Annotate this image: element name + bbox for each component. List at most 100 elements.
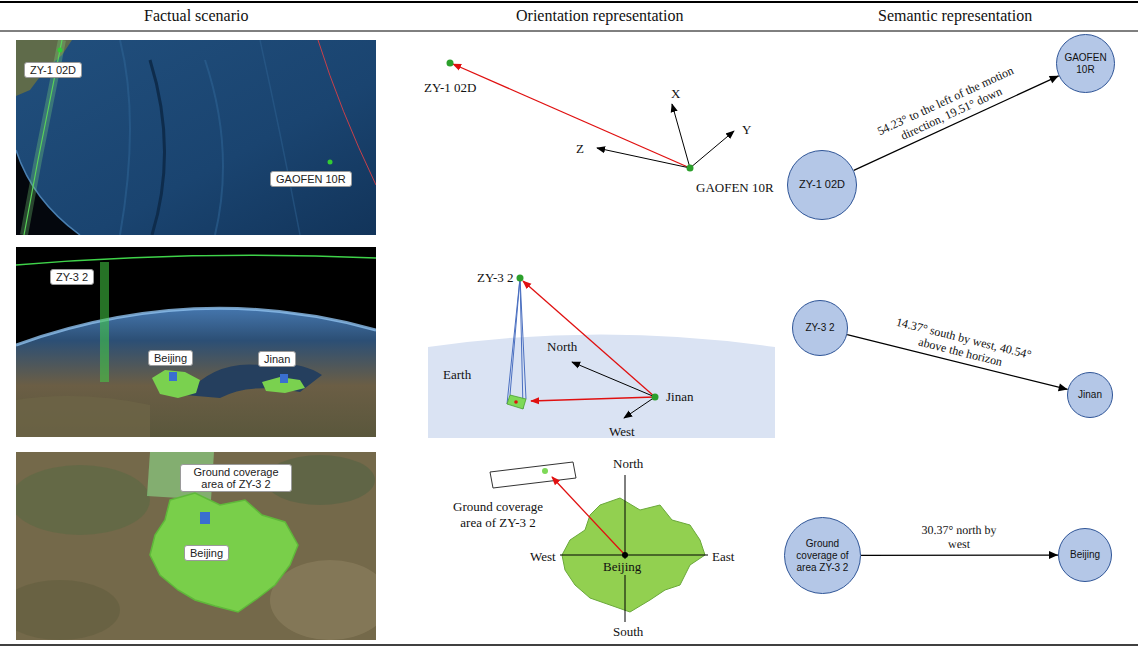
arrow-head [1058,383,1068,391]
satellite-map-earth-limb [280,374,288,383]
entity-label: Ground coverage of area ZY-3 2 [794,538,852,574]
entity-circle: ZY-1 02D [787,150,857,220]
ground-orientation-sketch [507,395,526,409]
ground-orientation-sketch [523,281,655,397]
sketch-label: ZY-1 02D [424,80,476,96]
sketch-label: Beijing [603,559,641,575]
entity-text-group: Jinan [1072,389,1108,401]
sketch-label: North [613,456,643,472]
entity-label: GAOFEN 10R [1064,52,1108,76]
satellite-map-pacific [58,48,63,53]
satellite-map-earth-limb [152,370,200,398]
map-callout: ZY-3 2 [50,269,94,285]
ground-orientation-sketch [517,275,524,282]
ground-orientation-sketch [531,397,655,401]
satellite-map-earth-limb [16,396,150,437]
satellite-map-beijing [16,465,150,535]
entity-text-group: GAOFEN 10R [1064,52,1108,76]
arrow-head [1049,76,1059,83]
satellite-map-pacific [120,40,130,235]
entity-circle: Beijing [1058,528,1112,582]
satellite-map-beijing [270,560,376,640]
satellite-map-beijing [16,452,376,640]
satellite-map-pacific [205,60,223,235]
sketch-label: X [671,86,680,102]
relation-label: 54.23° to the left of the motion directi… [866,59,1032,156]
satellite-map-earth-limb [185,364,322,398]
satellite-map-pacific [150,60,165,235]
sketch-label: ZY-3 2 [477,270,513,286]
relation-arrow [861,551,1058,559]
map-callout: Ground coverage area of ZY-3 2 [180,464,292,492]
sketch-label: East [712,549,734,565]
map-callout: ZY-1 02D [24,62,82,78]
orbit-orientation-sketch [447,60,735,172]
satellite-map-beijing [150,493,298,612]
ground-orientation-sketch [624,397,655,418]
satellite-map-beijing [200,512,210,524]
sketch-label: North [547,339,577,355]
sketch-label: South [613,624,643,640]
column-header: Orientation representation [516,7,684,25]
satellite-map-pacific [318,40,376,185]
sketch-label: GAOFEN 10R [696,180,774,196]
compass-orientation-sketch [490,462,576,488]
satellite-map-beijing [16,580,120,640]
orbit-orientation-sketch [453,64,690,168]
arrow-head [1049,551,1058,559]
orbit-orientation-sketch [447,60,454,67]
entity-text-group: ZY-1 02D [792,178,852,191]
satellite-map-pacific [16,40,376,235]
map-callout: Jinan [258,351,296,367]
satellite-map-pacific [260,40,300,235]
relation-label: 30.37° north by west [918,523,1000,552]
sketch-label: West [530,549,556,565]
entity-circle: GAOFEN 10R [1056,34,1115,93]
satellite-map-earth-limb [16,247,376,437]
compass-orientation-sketch [490,462,708,622]
satellite-map-earth-limb [100,262,109,382]
table-rules [0,644,1138,646]
sketch-label: Y [742,122,751,138]
column-header: Factual scenario [144,7,248,25]
entity-text-group: Ground coverage of area ZY-3 2 [794,538,852,574]
compass-orientation-sketch [560,555,708,556]
ground-orientation-sketch [507,278,526,409]
entity-circle: ZY-3 2 [792,300,848,356]
sketch-label: Earth [443,367,471,383]
sketch-label: Jinan [666,389,693,405]
entity-circle: Jinan [1067,372,1113,418]
entity-label: Beijing [1063,549,1107,561]
satellite-map-pacific [16,40,376,235]
ground-orientation-sketch [572,362,655,397]
ground-orientation-sketch [507,278,520,404]
satellite-map-earth-limb [16,255,376,265]
orbit-orientation-sketch [690,131,734,168]
orbit-orientation-sketch [672,104,690,168]
compass-orientation-sketch [625,475,626,622]
entity-label: Jinan [1072,389,1108,401]
satellite-map-earth-limb [169,372,177,381]
sketch-label: Ground coverage area of ZY-3 2 [443,499,553,531]
satellite-map-earth-limb [16,308,376,345]
relation-label: 14.37° south by west, 40.54° above the h… [889,314,1036,377]
entity-circle: Ground coverage of area ZY-3 2 [784,517,861,594]
map-callout: Beijing [148,350,193,366]
map-callout: GAOFEN 10R [270,171,352,187]
entity-text-group: Beijing [1063,549,1107,561]
orbit-orientation-sketch [687,165,694,172]
ground-orientation-sketch [428,275,775,439]
map-callout: Beijing [184,545,229,561]
ground-orientation-sketch [520,278,523,409]
satellite-map-pacific [328,160,333,165]
ground-orientation-sketch [652,394,659,401]
satellite-map-earth-limb [16,308,376,437]
entity-label: ZY-1 02D [792,178,852,191]
table-rules [0,1,1138,3]
satellite-map-earth-limb [16,247,376,437]
sketch-label: West [609,424,635,440]
compass-orientation-sketch [542,468,548,474]
sketch-label: Z [576,141,584,157]
compass-orientation-sketch [552,477,625,555]
